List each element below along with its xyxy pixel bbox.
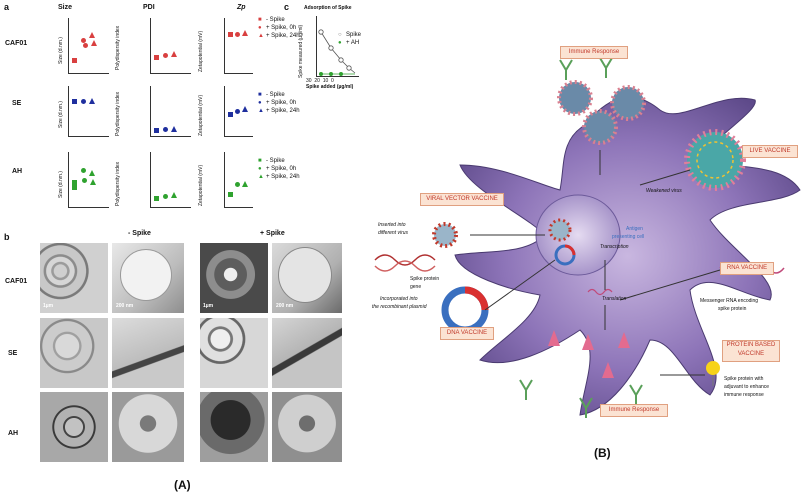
label-protein-adj-3: immune response (724, 392, 764, 398)
b-row-se: SE (8, 350, 18, 357)
label-protein-vaccine: PROTEIN BASED VACCINE (722, 340, 780, 362)
row-label-ah: AH (12, 168, 23, 175)
apc-illustration (374, 57, 801, 418)
label-protein-adj-1: Spike protein with (724, 376, 764, 382)
col-title-zp: Zp (237, 4, 246, 11)
b-row-ah: AH (8, 430, 19, 437)
row-label-se: SE (12, 100, 22, 107)
plot-size-caf01 (68, 18, 109, 74)
spike-proteins (548, 330, 630, 378)
plot-size-se (68, 86, 109, 137)
label-live-vaccine: LIVE VACCINE (742, 145, 798, 158)
label-rna-vaccine: RNA VACCINE (720, 262, 774, 275)
label-inserted: Inserted into (378, 222, 406, 228)
plot-size-ah (68, 152, 109, 208)
label-immune-response-top: Immune Response (560, 46, 628, 59)
label-mrna-2: spike protein (718, 306, 747, 312)
panel-a-label: a (4, 2, 10, 12)
ylabel-size-ah: Size (d.nm.) (58, 171, 64, 198)
panel-c-title: Adsorption of Spike (304, 5, 352, 11)
label-antigen-1: Antigen (626, 226, 643, 232)
label-spike-gene-2: gene (410, 284, 422, 290)
label-protein-adj-2: adjuvant to enhance (724, 384, 770, 390)
em-caf01-plus-low: 1µm (200, 243, 268, 313)
ylabel-pdi-ah: Polydispersity index (115, 161, 121, 206)
ylabel-zp-se: Zetapotential (mV) (198, 94, 204, 136)
em-se-plus-high (272, 318, 342, 388)
em-se-minus-low (40, 318, 108, 388)
plot-zp-caf01 (224, 18, 253, 74)
em-ah-plus-high (272, 392, 342, 462)
b-plus-spike: + Spike (260, 230, 285, 237)
plot-adsorption (316, 16, 359, 77)
em-se-minus-high (112, 318, 184, 388)
label-incorporated-2: the recombinant plasmid (372, 304, 427, 310)
row-label-caf01: CAF01 (5, 40, 28, 47)
plot-zp-ah (224, 152, 253, 208)
em-ah-minus-low (40, 392, 108, 462)
viral-vector-virus (432, 218, 572, 248)
em-caf01-minus-high: 200 nm (112, 243, 184, 313)
panel-c-ylabel: Spike measured (µg/ml) (298, 24, 304, 78)
adjuvant-ball (706, 361, 720, 375)
em-se-plus-low (200, 318, 268, 388)
panel-c-label: c (284, 2, 290, 12)
ylabel-zp-ah: Zetapotential (mV) (198, 164, 204, 206)
col-title-pdi: PDI (143, 4, 155, 11)
label-antigen-2: presenting cell (612, 234, 645, 240)
label-spike-gene-1: Spike protein (410, 276, 440, 282)
dna-helix (374, 254, 436, 266)
panel-c-xticks: 30 20 10 0 (306, 78, 334, 84)
em-caf01-plus-high: 200 nm (272, 243, 342, 313)
ylabel-size-caf01: Size (d.nm.) (58, 37, 64, 64)
antibodies (519, 57, 643, 418)
label-mrna-1: Messenger RNA encoding (700, 298, 759, 304)
em-ah-minus-high (112, 392, 184, 462)
b-minus-spike: - Spike (128, 230, 151, 237)
plot-zp-se (224, 86, 253, 137)
arrows (470, 150, 721, 376)
nucleus (535, 194, 621, 276)
label-weakened: Weakened virus (646, 188, 682, 194)
em-ah-plus-low (200, 392, 268, 462)
label-translation: Translation (602, 296, 627, 302)
b-row-caf01: CAF01 (5, 278, 28, 285)
ylabel-zp-caf01: Zetapotential (mV) (198, 30, 204, 72)
label-incorporated-1: Incorporated into (380, 296, 418, 302)
panel-c-xlabel: Spike added (µg/ml) (306, 84, 354, 90)
adsorption-lines (318, 29, 356, 76)
ylabel-pdi-caf01: Polydispersity index (115, 25, 121, 70)
dna-plasmid (441, 286, 489, 334)
live-virus (684, 129, 746, 191)
label-immune-response-bottom: Immune Response (600, 404, 668, 417)
caption-a: (A) (174, 478, 191, 492)
panel-b-label: b (4, 232, 10, 242)
col-title-size: Size (58, 4, 73, 11)
ylabel-size-se: Size (d.nm.) (58, 101, 64, 128)
ylabel-pdi-se: Polydispersity index (115, 91, 121, 136)
label-different-virus: different virus (378, 230, 409, 236)
label-viral-vector: VIRAL VECTOR VACCINE (420, 193, 504, 206)
label-transcription: Transcription (600, 244, 629, 250)
em-caf01-minus-low: 1µm (40, 243, 108, 313)
caption-b: (B) (594, 446, 611, 460)
label-dna-vaccine: DNA VACCINE (440, 327, 494, 340)
plot-pdi-ah (150, 152, 191, 208)
virus-cluster-top (557, 80, 646, 145)
plot-pdi-caf01 (150, 18, 191, 74)
plot-pdi-se (150, 86, 191, 137)
